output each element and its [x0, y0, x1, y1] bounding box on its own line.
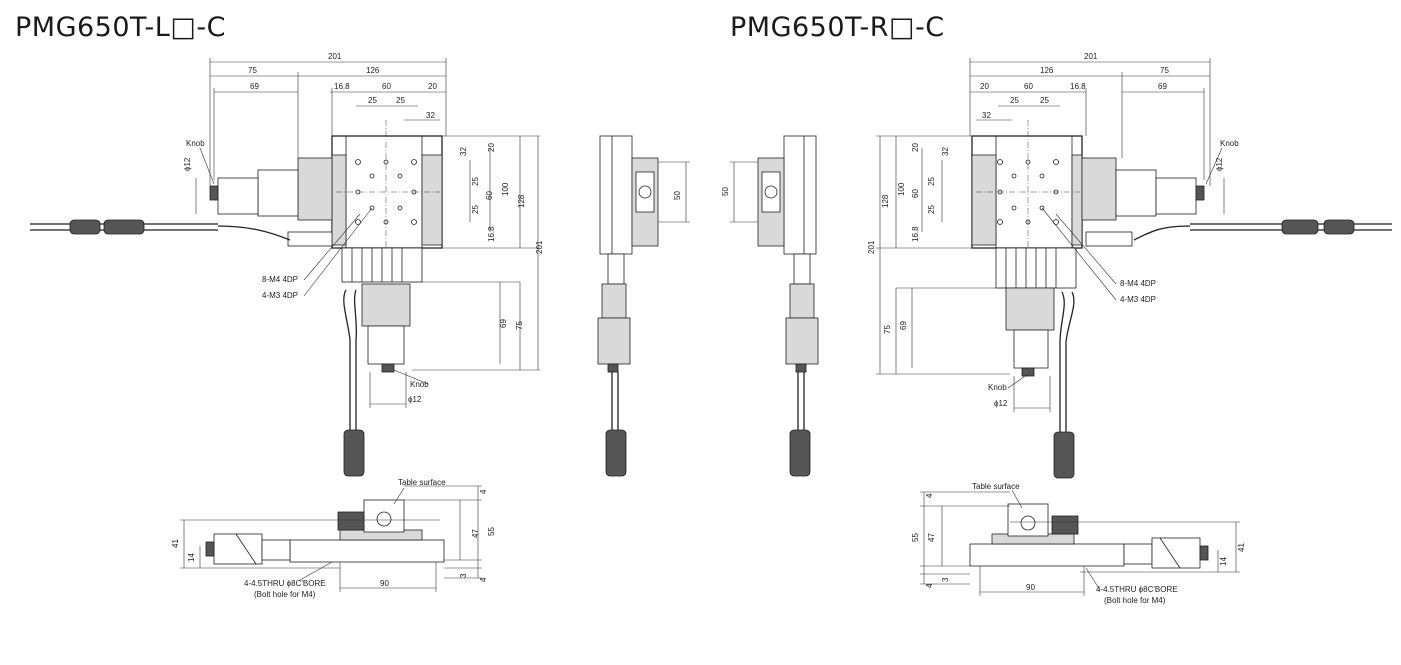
right-dim-25b: 25	[1040, 96, 1049, 105]
left-dim-201: 201	[328, 52, 342, 61]
right-dim-75-v: 75	[883, 325, 892, 334]
left-dim-69: 69	[250, 82, 259, 91]
right-dim-100-v: 100	[897, 182, 906, 196]
right-knob-label: Knob	[1220, 139, 1239, 148]
left-dim-20-v: 20	[487, 143, 496, 152]
mid-left-dim-50: 50	[673, 191, 682, 200]
right-label-bolt: (Bolt hole for M4)	[1104, 596, 1166, 605]
drawing-title-left: PMG650T-L□-C	[15, 12, 226, 43]
left-front-dim-47: 47	[471, 529, 480, 538]
right-x-motor	[1155, 177, 1197, 215]
right-dim-32-v: 32	[941, 147, 950, 156]
right-knob-label-bottom: Knob	[988, 383, 1007, 392]
right-front-view: Table surface 4 55 47 3 4 41 14 90 4-4.5…	[911, 482, 1246, 605]
right-side-view: 50	[721, 135, 819, 477]
right-front-dim-3: 3	[941, 577, 950, 582]
right-dim-25-v: 25	[927, 177, 936, 186]
right-front-dim-4b: 4	[925, 583, 934, 588]
left-front-view: Table surface 4 47 55 3 4 41 14 90 4-4.5…	[171, 478, 496, 599]
left-dim-100-v: 100	[501, 182, 510, 196]
right-label-m4: 8-M4 4DP	[1120, 279, 1156, 288]
left-dim-126: 126	[366, 66, 380, 75]
right-tapped-holes	[997, 159, 1059, 225]
right-dim-60-v: 60	[911, 189, 920, 198]
left-front-dim-4b: 4	[479, 577, 488, 582]
right-y-motor	[1005, 287, 1055, 331]
left-dim-69-v: 69	[499, 319, 508, 328]
right-front-dim-47: 47	[927, 533, 936, 542]
right-top-view: 201 126 75 20 60 16.8 69 25 25 32 Knob ϕ…	[867, 52, 1392, 479]
left-dim-32: 32	[426, 111, 435, 120]
mid-right-dim-50: 50	[721, 187, 730, 196]
right-dim-phi12-side: ϕ12	[1215, 157, 1224, 171]
left-dim-16-8-v: 16.8	[487, 226, 496, 242]
right-dim-201: 201	[1084, 52, 1098, 61]
right-dim-128-v: 128	[881, 194, 890, 208]
left-dim-25-v2: 25	[471, 205, 480, 214]
left-dim-60-v: 60	[485, 191, 494, 200]
left-dim-16-8: 16.8	[334, 82, 350, 91]
right-dim-32: 32	[982, 111, 991, 120]
left-dim-phi12-bottom: ϕ12	[408, 395, 422, 404]
right-dim-16-8: 16.8	[1070, 82, 1086, 91]
left-dim-75: 75	[248, 66, 257, 75]
left-top-view: 201 75 126 69 16.8 60 20 25 25 32 Knob ϕ…	[30, 52, 544, 477]
right-dim-69: 69	[1158, 82, 1167, 91]
right-dim-60: 60	[1024, 82, 1033, 91]
right-front-dim-55: 55	[911, 533, 920, 542]
right-dim-75: 75	[1160, 66, 1169, 75]
left-front-dim-14: 14	[187, 553, 196, 562]
left-front-dim-3: 3	[459, 573, 468, 578]
left-dim-201-v: 201	[535, 240, 544, 254]
left-dim-32-v: 32	[459, 147, 468, 156]
right-label-m3: 4-M3 4DP	[1120, 295, 1156, 304]
left-y-motor	[361, 283, 411, 327]
right-dim-25-v2: 25	[927, 205, 936, 214]
left-dim-20: 20	[428, 82, 437, 91]
drawing-title-right: PMG650T-R□-C	[730, 12, 945, 43]
left-label-m3: 4-M3 4DP	[262, 291, 298, 300]
left-dim-25a: 25	[368, 96, 377, 105]
left-label-bore: 4-4.5THRU ϕ8C'BORE	[244, 579, 326, 588]
right-label-bore: 4-4.5THRU ϕ8C'BORE	[1096, 585, 1178, 594]
left-side-view: 50	[597, 135, 690, 477]
right-dim-69-v: 69	[899, 321, 908, 330]
left-knob-label-bottom: Knob	[410, 380, 429, 389]
right-dim-201-v: 201	[867, 240, 876, 254]
left-dim-128-v: 128	[517, 194, 526, 208]
left-label-table-surface: Table surface	[398, 478, 446, 487]
left-front-dim-55: 55	[487, 527, 496, 536]
right-front-dim-41: 41	[1237, 543, 1246, 552]
right-dim-20-v: 20	[911, 143, 920, 152]
right-dim-20: 20	[980, 82, 989, 91]
right-front-dim-4: 4	[925, 493, 934, 498]
left-front-dim-41: 41	[171, 539, 180, 548]
right-dim-phi12-bottom: ϕ12	[994, 399, 1008, 408]
left-dim-25b: 25	[396, 96, 405, 105]
left-dim-75-v: 75	[515, 321, 524, 330]
right-label-table-surface: Table surface	[972, 482, 1020, 491]
right-dim-16-8-v: 16.8	[911, 226, 920, 242]
right-dim-126: 126	[1040, 66, 1054, 75]
left-label-m4: 8-M4 4DP	[262, 275, 298, 284]
left-label-bolt: (Bolt hole for M4)	[254, 590, 316, 599]
left-front-dim-4: 4	[479, 489, 488, 494]
right-front-dim-90: 90	[1026, 583, 1035, 592]
left-dim-phi12-side: ϕ12	[183, 157, 192, 171]
left-dim-25-v: 25	[471, 177, 480, 186]
left-dim-60: 60	[382, 82, 391, 91]
right-dim-25a: 25	[1010, 96, 1019, 105]
left-x-motor	[217, 177, 259, 215]
left-knob-label: Knob	[186, 139, 205, 148]
left-tapped-holes	[355, 159, 417, 225]
right-front-dim-14: 14	[1219, 557, 1228, 566]
left-front-dim-90: 90	[380, 579, 389, 588]
